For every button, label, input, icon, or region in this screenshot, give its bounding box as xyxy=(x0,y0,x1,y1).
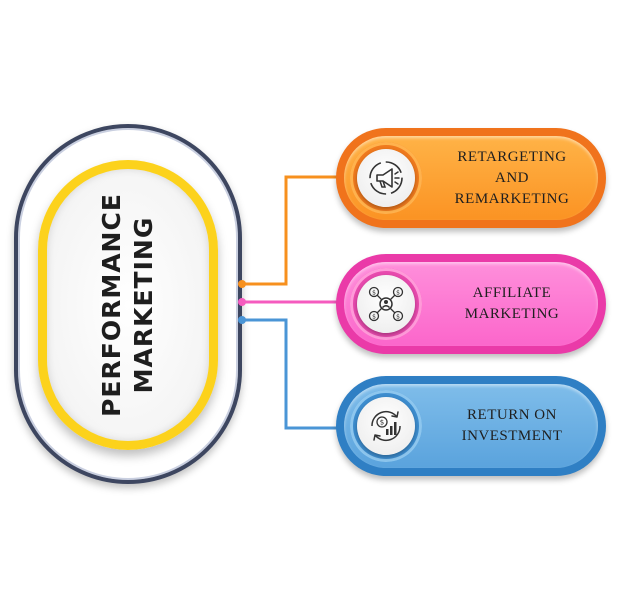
affiliate-network-icon: $ $ $ $ xyxy=(368,286,404,322)
svg-text:$: $ xyxy=(372,314,376,321)
icon-badge-inner xyxy=(357,149,415,207)
svg-text:$: $ xyxy=(372,290,376,297)
connector-orange xyxy=(238,175,342,286)
item-label-line: INVESTMENT xyxy=(461,428,563,444)
svg-text:$: $ xyxy=(396,290,400,297)
svg-text:$: $ xyxy=(396,314,400,321)
item-label-line: MARKETING xyxy=(464,306,560,322)
icon-badge xyxy=(350,142,422,214)
connector-dot-orange xyxy=(238,280,246,288)
item-label-line: REMARKETING xyxy=(454,190,570,207)
connector-blue xyxy=(238,318,342,430)
item-label-line: AFFILIATE xyxy=(472,285,552,301)
icon-badge-inner: $ xyxy=(357,397,415,455)
item-affiliate: $ $ $ $ AFFILIATE MARKETING xyxy=(336,254,606,354)
roi-chart-icon: $ xyxy=(371,410,401,442)
connector-dot-pink xyxy=(238,298,246,306)
icon-badge: $ $ $ $ xyxy=(350,268,422,340)
item-label-line: RETURN ON xyxy=(467,407,557,423)
title-pill xyxy=(38,160,218,450)
item-retargeting: RETARGETING AND REMARKETING xyxy=(336,128,606,228)
svg-text:$: $ xyxy=(380,419,384,427)
icon-badge-inner: $ $ $ $ xyxy=(357,275,415,333)
item-roi: $ RETURN ON INVESTMENT xyxy=(336,376,606,476)
item-label-line: AND xyxy=(495,169,529,186)
item-label: RETURN ON INVESTMENT xyxy=(428,376,596,476)
megaphone-icon xyxy=(369,161,403,195)
item-label: RETARGETING AND REMARKETING xyxy=(428,128,596,228)
item-label: AFFILIATE MARKETING xyxy=(428,254,596,354)
item-label-line: RETARGETING xyxy=(457,148,567,165)
icon-badge: $ xyxy=(350,390,422,462)
connector-dot-blue xyxy=(238,316,246,324)
